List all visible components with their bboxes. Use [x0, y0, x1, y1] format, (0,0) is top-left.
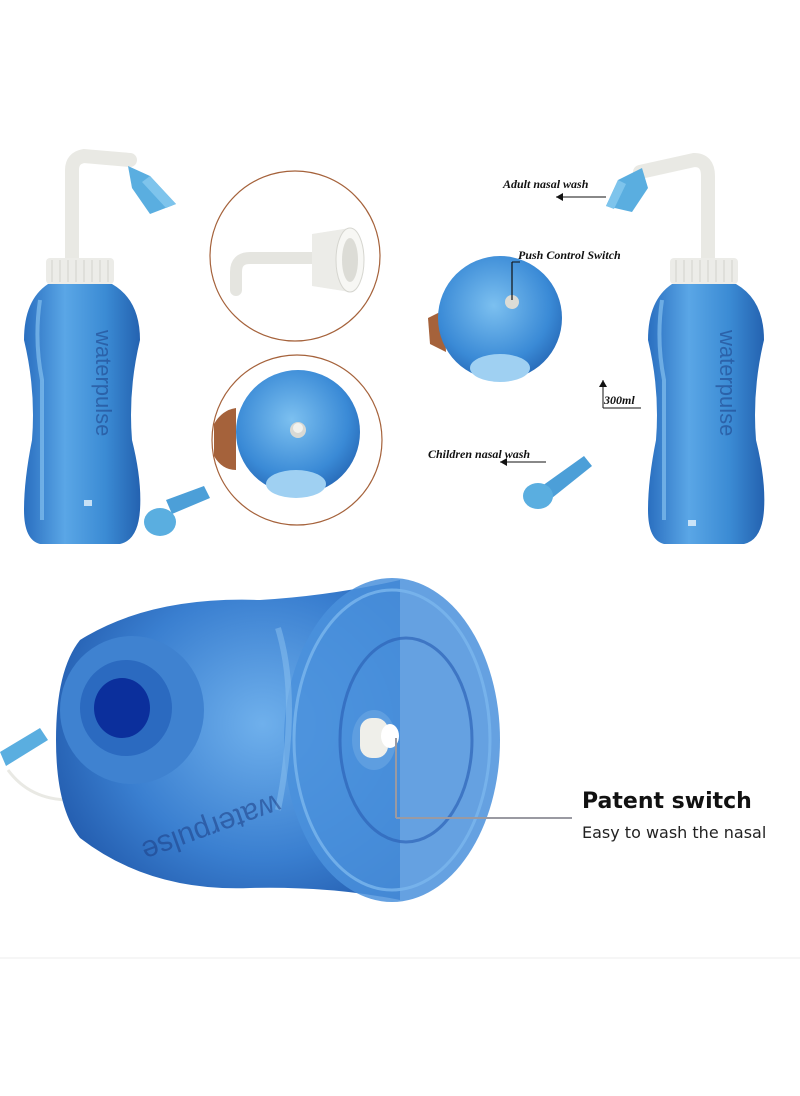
- right-adult-nozzle: [606, 168, 648, 212]
- left-bottle: waterpulse: [24, 148, 176, 544]
- patent-switch-caption: Patent switch Easy to wash the nasal: [582, 788, 766, 844]
- right-bottle: waterpulse: [606, 152, 765, 544]
- label-push-control-switch: Push Control Switch: [518, 248, 621, 262]
- label-children-nasal-wash: Children nasal wash: [428, 447, 530, 461]
- detail-circle-cap: [209, 170, 381, 342]
- left-bottle-brand: waterpulse: [91, 329, 116, 436]
- annotation-children: Children nasal wash: [428, 447, 546, 466]
- annotation-adult: Adult nasal wash: [502, 177, 606, 201]
- right-switch-knob: [428, 256, 562, 382]
- detail-circle-switch: [211, 354, 383, 526]
- left-adult-nozzle: [128, 166, 176, 214]
- label-300ml: 300ml: [603, 393, 635, 407]
- annotation-push-switch: Push Control Switch: [512, 248, 621, 263]
- label-adult-nasal-wash: Adult nasal wash: [502, 177, 589, 191]
- caption-subtitle: Easy to wash the nasal: [582, 823, 767, 842]
- caption-title: Patent switch: [582, 789, 752, 814]
- right-children-nozzle: [523, 456, 592, 509]
- left-children-nozzle: [144, 486, 210, 536]
- annotation-volume: 300ml: [599, 380, 641, 409]
- large-bottle: waterpulse: [0, 578, 500, 902]
- patent-switch-callout: [395, 738, 572, 819]
- right-bottle-brand: waterpulse: [715, 329, 740, 436]
